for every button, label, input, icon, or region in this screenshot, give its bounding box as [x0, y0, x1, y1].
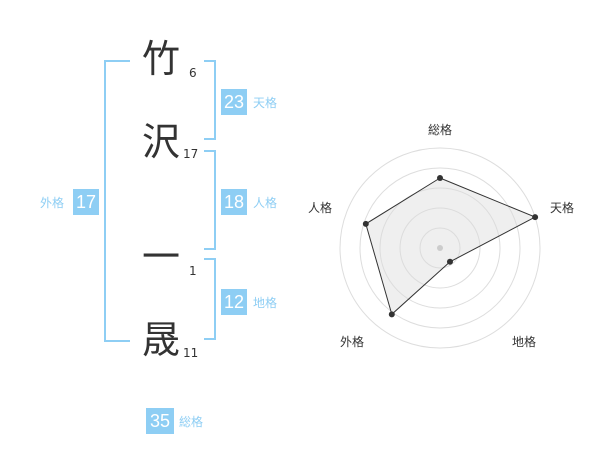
stroke-count-3: 1 [189, 264, 197, 278]
radar-polygon [365, 177, 537, 316]
tenkaku-bracket [204, 60, 216, 140]
axis-label-tenkaku: 天格 [550, 200, 574, 215]
gaikaku-bracket [104, 60, 130, 342]
radar-ring-4 [359, 167, 521, 329]
radar-point-4 [362, 220, 369, 227]
radar-center-dot [437, 245, 443, 251]
jinkaku-badge: 18 [221, 189, 247, 215]
radar-ring-2 [399, 207, 481, 289]
gaikaku-label: 外格 [40, 196, 65, 210]
tenkaku-label: 天格 [253, 96, 278, 110]
fortune-radar-chart: 総格 天格 地格 外格 人格 [308, 122, 574, 349]
soukaku-label: 総格 [179, 415, 204, 429]
stroke-count-4: 11 [183, 346, 199, 360]
tenkaku-badge: 23 [221, 89, 247, 115]
gaikaku-badge: 17 [73, 189, 99, 215]
name-char-2: 沢 [142, 120, 181, 164]
radar-point-2 [446, 258, 453, 265]
radar-ring-3 [379, 187, 501, 309]
name-char-1: 竹 [142, 37, 181, 81]
chikaku-bracket [204, 258, 216, 340]
axis-label-soukaku: 総格 [428, 122, 452, 137]
soukaku-badge: 35 [146, 408, 174, 434]
radar-point-0 [437, 175, 443, 181]
radar-point-3 [388, 311, 395, 318]
chikaku-label: 地格 [253, 296, 278, 310]
axis-label-gaikaku: 外格 [340, 334, 364, 349]
jinkaku-label: 人格 [253, 196, 278, 210]
stroke-count-1: 6 [189, 66, 197, 80]
jinkaku-bracket [204, 150, 216, 250]
axis-label-jinkaku: 人格 [308, 200, 332, 215]
name-char-4: 晟 [142, 318, 181, 362]
radar-ring-1 [419, 227, 461, 269]
name-char-3: 一 [142, 235, 181, 279]
radar-point-1 [532, 214, 539, 221]
axis-label-chikaku: 地格 [512, 334, 536, 349]
chikaku-badge: 12 [221, 289, 247, 315]
stroke-count-2: 17 [183, 147, 199, 161]
